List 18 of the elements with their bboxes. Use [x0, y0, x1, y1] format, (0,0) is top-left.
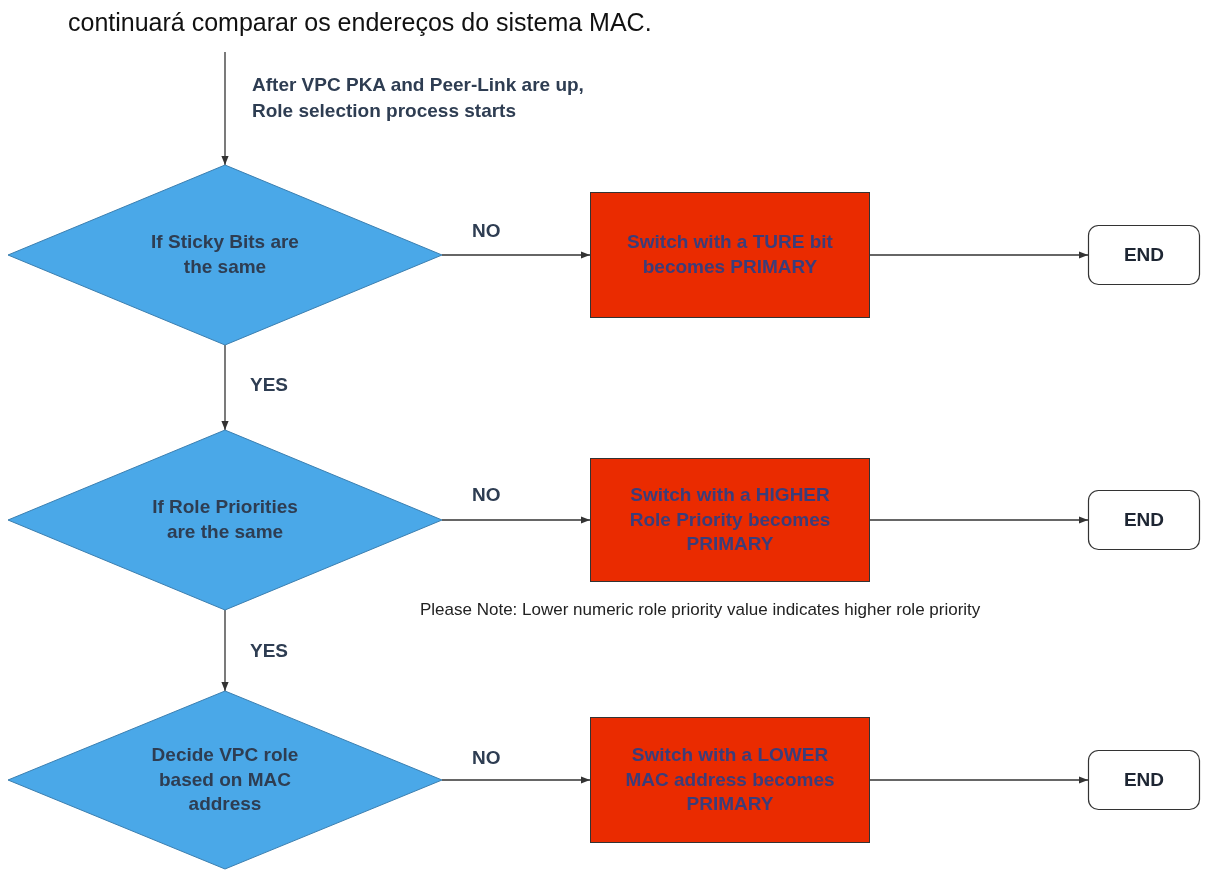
decision-diamond: If Sticky Bits are the same: [8, 165, 442, 345]
arrow: [221, 609, 229, 692]
decision-diamond: Decide VPC role based on MAC address: [8, 691, 442, 869]
terminal-box: END: [1088, 750, 1200, 810]
caption-text: continuará comparar os endereços do sistema MAC.: [68, 8, 652, 37]
process-box: Switch with a HIGHER Role Priority becomes PRIMARY: [590, 458, 870, 582]
arrow: [221, 344, 229, 431]
terminal-box: END: [1088, 490, 1200, 550]
arrow: [869, 516, 1089, 524]
process-box: Switch with a LOWER MAC address becomes PRIMARY: [590, 717, 870, 843]
arrow: [441, 516, 591, 524]
arrow: [869, 776, 1089, 784]
terminal-box: END: [1088, 225, 1200, 285]
arrow: [221, 51, 229, 166]
process-box: Switch with a TURE bit becomes PRIMARY: [590, 192, 870, 318]
arrow: [441, 776, 591, 784]
arrow: [869, 251, 1089, 259]
arrow: [441, 251, 591, 259]
